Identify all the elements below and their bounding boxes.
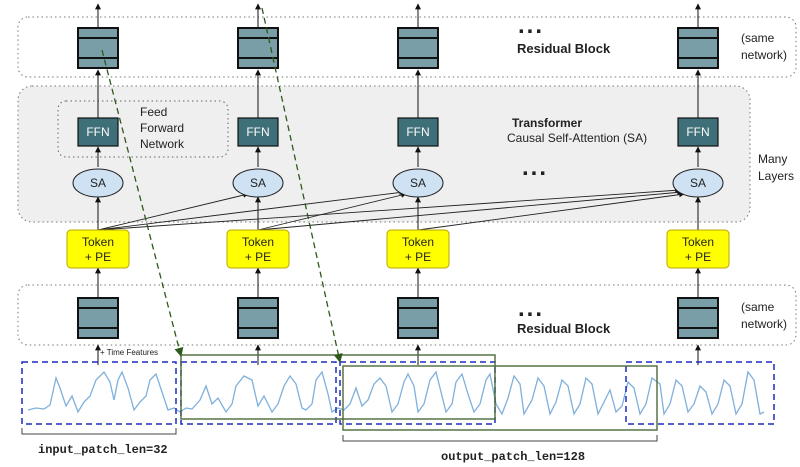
ffn-box-1 (77, 117, 119, 147)
token-boxes (66, 229, 730, 269)
token-label-4a: Token (681, 235, 715, 249)
ffn-group-line2: Forward (140, 121, 185, 135)
ffn-group-line3: Network (140, 137, 185, 151)
output-link-arrow-1 (101, 49, 184, 357)
transformer-ellipsis: ... (522, 154, 549, 181)
ffn-label-2: FFN (246, 125, 270, 139)
residual-block-bottom-2 (237, 297, 279, 339)
residual-block-top-2 (237, 27, 279, 69)
input-patch-box-2 (180, 361, 337, 425)
residual-block-bottom-container (17, 284, 797, 346)
residual-block-top-4 (677, 27, 719, 69)
ffn-box-2 (237, 117, 279, 147)
token-label-4b: + PE (684, 250, 712, 264)
token-label-2b: + PE (244, 250, 272, 264)
sa-label-2: SA (249, 176, 266, 190)
residual-top-ellipsis: ... (518, 12, 545, 39)
ffn-boxes (77, 117, 719, 147)
residual-block-bottom-1 (77, 297, 119, 339)
residual-block-bottom-3 (397, 297, 439, 339)
ffn-label-3: FFN (406, 125, 430, 139)
input-patch-box-3 (339, 361, 496, 425)
token-label-1b: + PE (84, 250, 112, 264)
output-patch-box-2 (342, 365, 658, 431)
input-patch-box-1 (21, 361, 177, 425)
token-label-2a: Token (241, 235, 275, 249)
ffn-label-1: FFN (86, 125, 110, 139)
ffn-box-4 (677, 117, 719, 147)
sa-nodes (72, 168, 724, 198)
residual-top-note-line2: network) (741, 48, 788, 62)
residual-bottom-ellipsis: ... (518, 295, 545, 322)
residual-block-top-1 (77, 27, 119, 69)
time-features-label: + Time Features (100, 348, 159, 357)
sa-node-1 (72, 168, 124, 198)
input-patch-len-label: input_patch_len=32 (38, 443, 168, 457)
token-box-3 (386, 229, 450, 269)
ffn-label-4: FFN (686, 125, 710, 139)
input-patch-bracket (21, 428, 177, 435)
sa-node-4 (672, 168, 724, 198)
ffn-box-3 (397, 117, 439, 147)
residual-blocks-top (77, 27, 719, 69)
residual-bottom-note-line1: (same (741, 300, 775, 314)
input-patch-box-4 (625, 361, 775, 425)
token-label-3b: + PE (404, 250, 432, 264)
output-patch-len-label: output_patch_len=128 (441, 450, 586, 464)
residual-block-bottom-4 (677, 297, 719, 339)
residual-bottom-label: Residual Block (517, 321, 611, 336)
time-series-signal (27, 370, 765, 416)
residual-block-top-container (17, 16, 797, 78)
residual-block-top-3 (397, 27, 439, 69)
token-label-1a: Token (81, 235, 115, 249)
sa-node-3 (392, 168, 444, 198)
residual-top-label: Residual Block (517, 41, 611, 56)
causal-attention-lines (97, 187, 685, 231)
ffn-group-line1: Feed (140, 105, 168, 119)
sa-node-2 (232, 168, 284, 198)
output-patch-bracket (342, 435, 658, 442)
output-link-arrow-2 (261, 7, 343, 363)
transformer-subtitle: Causal Self-Attention (SA) (507, 131, 648, 145)
residual-blocks-bottom (77, 297, 719, 339)
transformer-container (17, 85, 751, 223)
transformer-title: Transformer (512, 116, 583, 130)
sa-label-3: SA (409, 176, 426, 190)
ffn-group-box (57, 100, 229, 158)
sa-label-4: SA (689, 176, 706, 190)
sa-label-1: SA (89, 176, 106, 190)
token-box-2 (226, 229, 290, 269)
residual-top-note-line1: (same (741, 31, 775, 45)
token-label-3a: Token (401, 235, 435, 249)
many-layers-line2: Layers (758, 169, 795, 183)
many-layers-line1: Many (758, 152, 788, 166)
residual-bottom-note-line2: network) (741, 317, 788, 331)
token-box-1 (66, 229, 130, 269)
token-box-4 (666, 229, 730, 269)
